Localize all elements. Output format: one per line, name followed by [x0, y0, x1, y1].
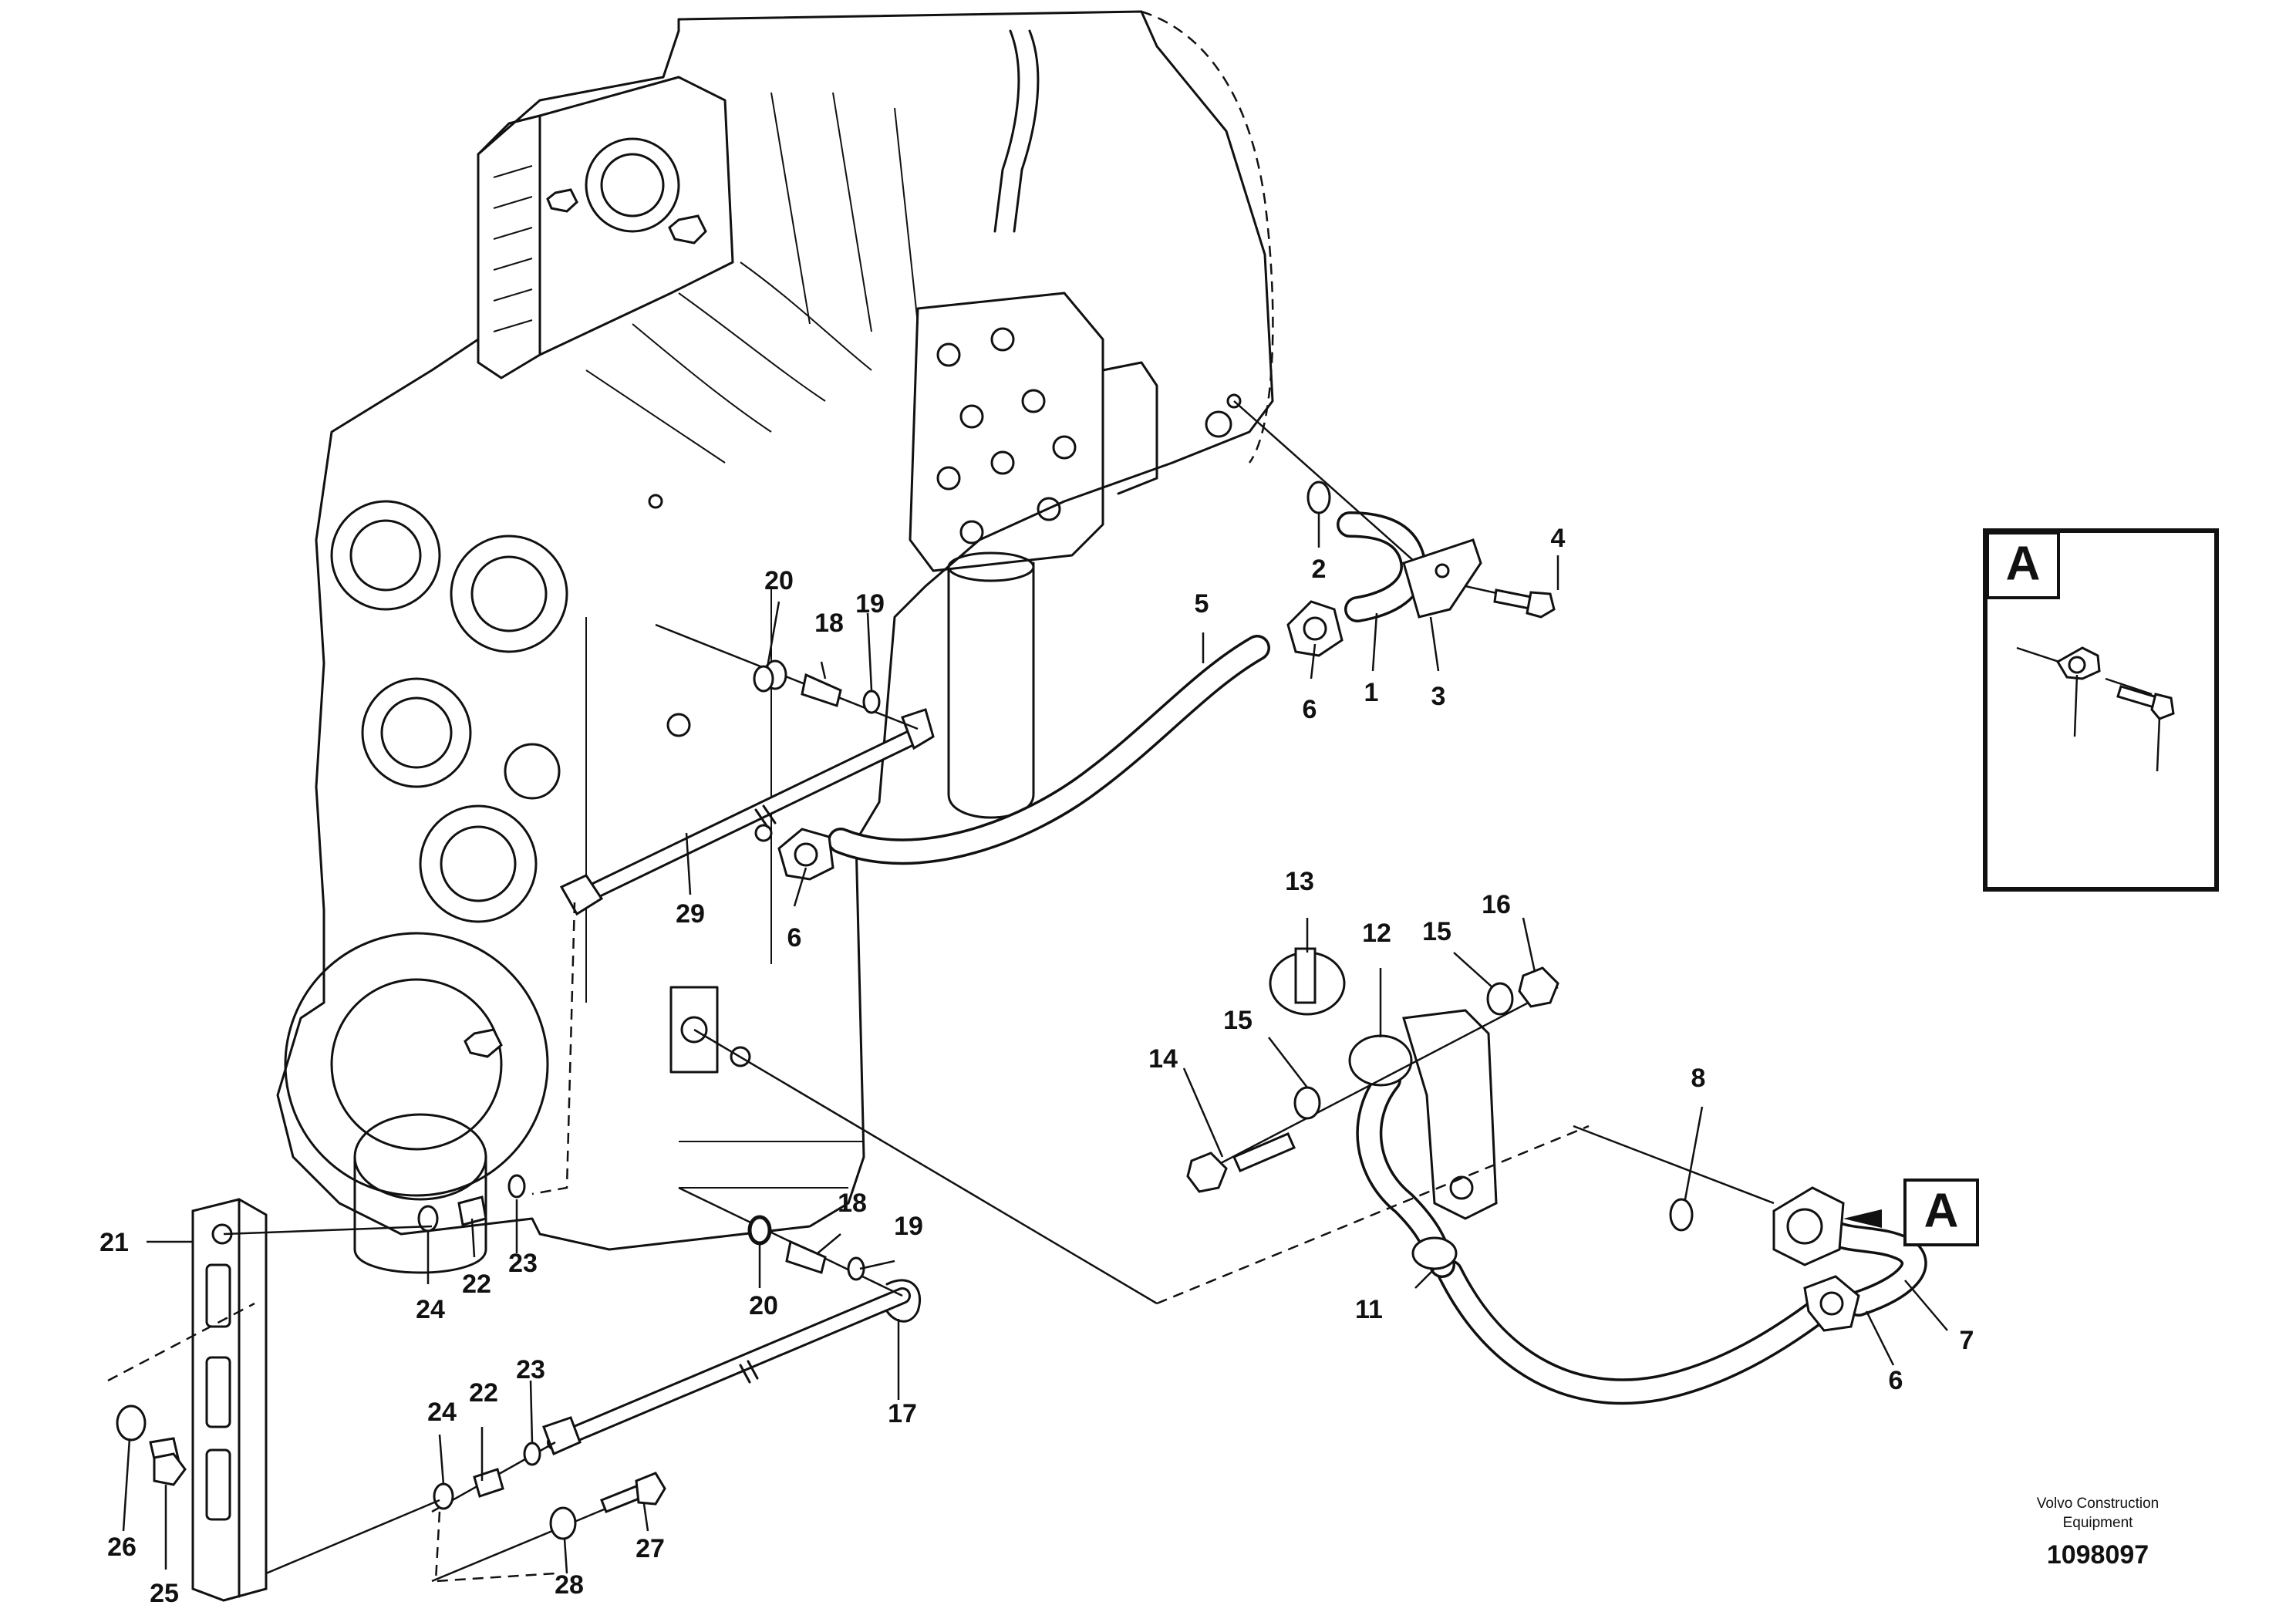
callout-24-lower: 24 — [427, 1398, 457, 1427]
callout-22-lower: 22 — [469, 1378, 498, 1408]
washer-26 — [116, 1404, 147, 1442]
clamp-6-lower — [1803, 1275, 1860, 1332]
connection-lines — [107, 902, 1590, 1583]
callout-7: 7 — [1960, 1326, 1974, 1355]
o-ring-2 — [1306, 481, 1331, 514]
callout-28: 28 — [555, 1570, 584, 1600]
transmission-housing — [276, 10, 1274, 1274]
brand-line-2: Equipment — [2063, 1515, 2134, 1531]
callout-27: 27 — [636, 1534, 665, 1563]
callout-18-lower: 18 — [838, 1189, 867, 1218]
callout-6-upper: 6 — [1303, 695, 1317, 724]
callout-19-upper: 19 — [855, 589, 885, 619]
callout-20-upper: 20 — [764, 566, 794, 595]
pipe-1 — [1233, 400, 1443, 622]
callout-numbers: 1 2 3 4 5 6 6 6 7 8 9 10 11 12 13 14 15 … — [99, 524, 2172, 1608]
detail-view-letter: A — [2006, 537, 2041, 590]
callout-13: 13 — [1285, 867, 1314, 896]
callout-20-lower: 20 — [749, 1291, 778, 1320]
callout-23-upper: 23 — [508, 1249, 538, 1278]
clamp-6-upper — [1286, 600, 1344, 657]
bolt-14 — [1186, 986, 1559, 1193]
washer-28 — [549, 1506, 577, 1540]
callout-21: 21 — [99, 1228, 129, 1257]
o-ring-20-upper — [753, 665, 774, 693]
banjo-12 — [1348, 1009, 1498, 1220]
fitting-22-lower — [431, 1441, 556, 1513]
callout-18-upper: 18 — [814, 609, 844, 638]
callout-6-lower: 6 — [1889, 1366, 1903, 1395]
callout-26: 26 — [107, 1533, 137, 1562]
flange-A — [1573, 1125, 1882, 1266]
detail-view-a: A — [1983, 528, 2219, 892]
callout-29: 29 — [676, 899, 705, 929]
callout-leaders — [122, 513, 1948, 1574]
callout-2: 2 — [1312, 555, 1327, 584]
nut-16 — [1518, 966, 1559, 1008]
callout-16: 16 — [1482, 890, 1511, 919]
callout-17: 17 — [888, 1399, 917, 1428]
callout-5: 5 — [1195, 589, 1209, 619]
o-ring-11 — [1411, 1236, 1458, 1270]
o-ring-8 — [1669, 1198, 1694, 1232]
reference-marker-a: A — [1903, 1179, 1979, 1246]
callout-4: 4 — [1551, 524, 1566, 553]
hose-11 — [1437, 1259, 1841, 1405]
callout-23-lower: 23 — [516, 1355, 545, 1384]
plug-25 — [149, 1437, 187, 1486]
oil-filter — [947, 551, 1035, 819]
bolt-27 — [431, 1472, 666, 1583]
bolt-4 — [1465, 585, 1556, 619]
callout-3: 3 — [1431, 682, 1446, 711]
callout-6-middle: 6 — [787, 923, 802, 953]
callout-12: 12 — [1362, 919, 1391, 948]
hose-7 — [1822, 1221, 1927, 1317]
brand-line-1: Volvo Construction — [2037, 1496, 2159, 1512]
callout-15-left: 15 — [1223, 1006, 1253, 1035]
callout-24-upper: 24 — [416, 1295, 445, 1324]
tube-29 — [559, 708, 935, 916]
callout-15-right: 15 — [1422, 917, 1451, 946]
callout-14: 14 — [1148, 1044, 1178, 1074]
callout-1: 1 — [1364, 678, 1379, 707]
control-valve-block — [909, 292, 1158, 572]
fitting-22-upper — [417, 1174, 526, 1233]
washer-15-left — [1293, 1086, 1321, 1120]
fitting-18-lower — [678, 1186, 903, 1297]
callout-22-upper: 22 — [462, 1270, 491, 1299]
callout-11: 11 — [1355, 1295, 1383, 1324]
callout-25: 25 — [150, 1579, 179, 1608]
hose-5 — [828, 635, 1270, 865]
reference-marker-letter: A — [1924, 1184, 1959, 1237]
oil-cooler-21 — [191, 1198, 440, 1602]
breather-13 — [1269, 947, 1346, 1016]
tube-17 — [542, 1279, 922, 1456]
footer: Volvo Construction Equipment 1098097 — [2037, 1496, 2159, 1570]
washer-15-right — [1486, 982, 1514, 1016]
callout-19-lower: 19 — [894, 1212, 923, 1241]
fitting-18-upper — [655, 623, 919, 730]
document-number: 1098097 — [2047, 1540, 2149, 1570]
clamp-6-middle — [777, 828, 834, 881]
callout-8: 8 — [1691, 1064, 1706, 1093]
o-ring-20-lower — [749, 1216, 770, 1244]
